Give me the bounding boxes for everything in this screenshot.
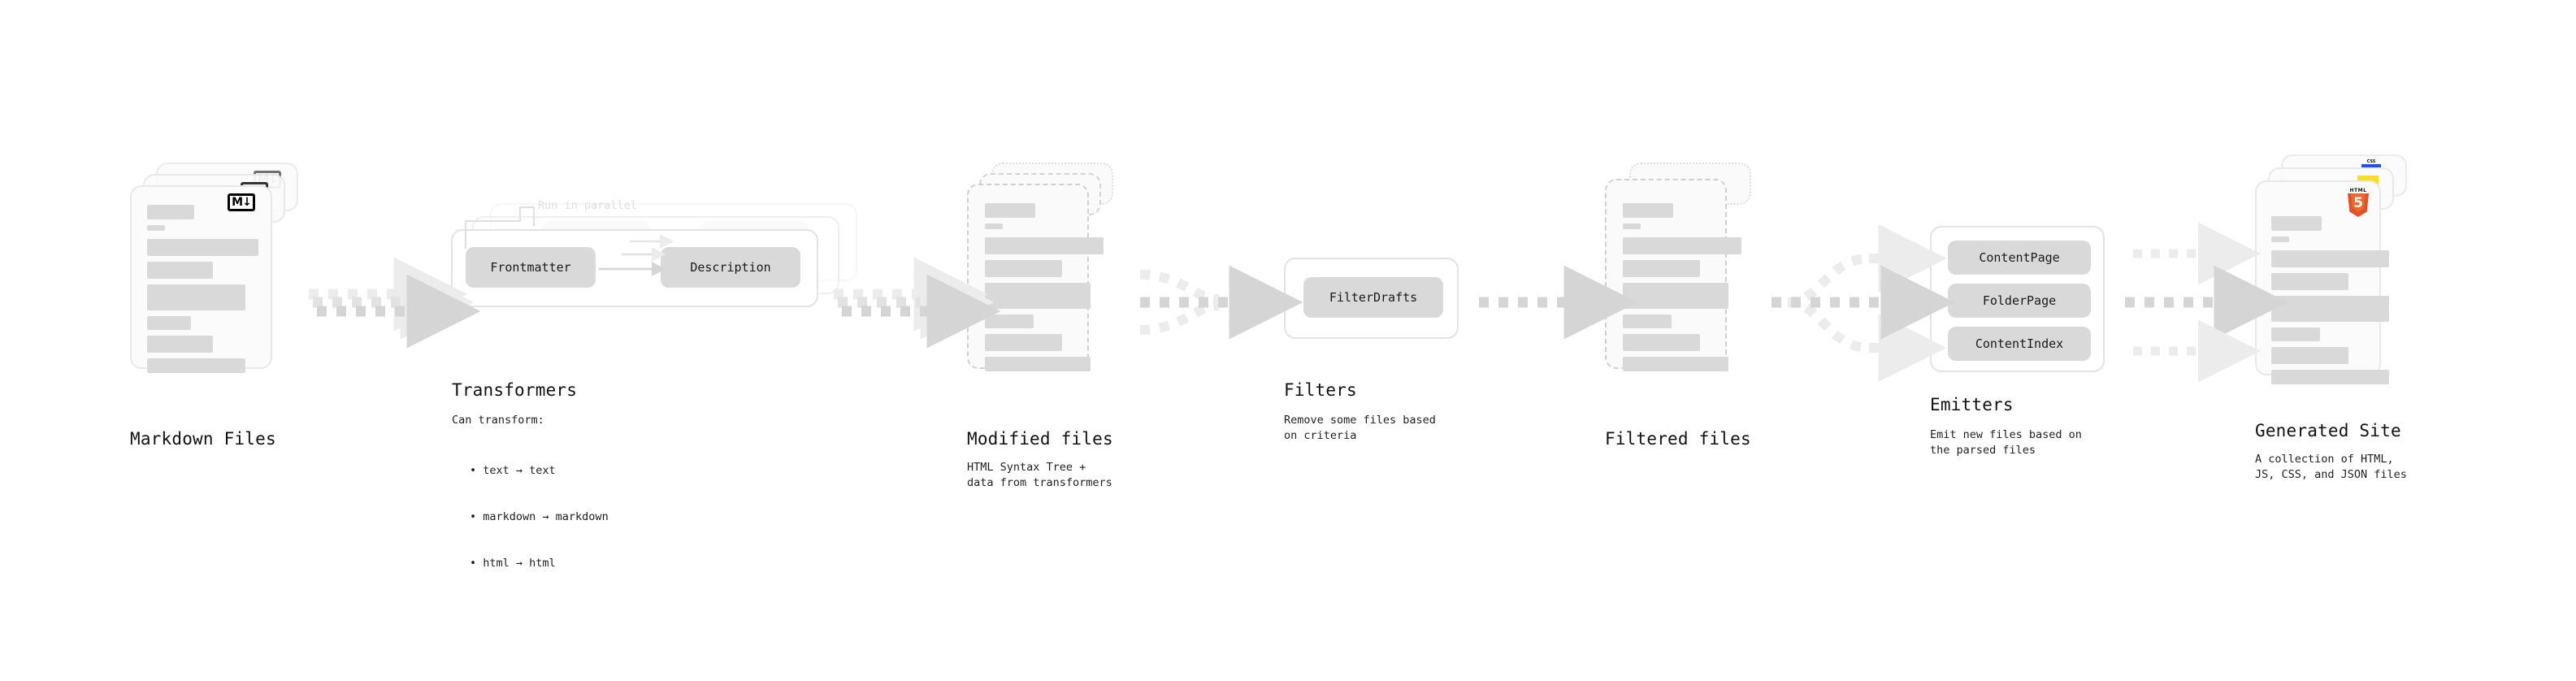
skeleton-line <box>2271 273 2348 290</box>
skeleton-line <box>985 314 1034 328</box>
html5-badge: HTML 5 <box>2346 188 2370 217</box>
skeleton-line <box>1623 283 1728 309</box>
connector-transformers-to-modified <box>834 257 1001 349</box>
connector-emitters-to-site <box>2125 222 2288 383</box>
skeleton-line <box>147 284 245 310</box>
generated-site-subtitle: A collection of HTML, JS, CSS, and JSON f… <box>2255 452 2407 483</box>
emitters-subtitle-line: the parsed files <box>1930 444 2036 457</box>
skeleton-line <box>2271 347 2348 364</box>
transformer-pill-frontmatter[interactable]: Frontmatter <box>466 247 596 288</box>
skeleton-line <box>147 239 258 256</box>
skeleton-line <box>985 223 1003 229</box>
transformers-title: Transformers <box>452 380 578 400</box>
modified-files-title: Modified files <box>967 429 1113 449</box>
skeleton-line <box>147 358 245 373</box>
skeleton-line <box>985 357 1091 371</box>
skeleton-line <box>985 260 1062 277</box>
css-badge-bar <box>2361 164 2381 167</box>
skeleton-line <box>985 237 1104 254</box>
emitters-title: Emitters <box>1930 395 2014 414</box>
transformers-list-item: • markdown → markdown <box>470 510 609 523</box>
skeleton-line <box>2271 370 2389 384</box>
connector-md-to-transformers <box>309 257 481 349</box>
skeleton-line <box>985 283 1091 309</box>
transformers-list-item-label: markdown → markdown <box>483 510 609 523</box>
skeleton-line <box>147 262 213 279</box>
skeleton-line <box>147 225 165 231</box>
skeleton-line <box>1623 260 1700 277</box>
markdown-badge: M↓ <box>228 193 255 211</box>
skeleton-line <box>985 334 1062 351</box>
skeleton-line <box>147 205 194 219</box>
generated-site-subtitle-line: A collection of HTML, <box>2255 453 2394 466</box>
generated-site-title: Generated Site <box>2255 421 2401 440</box>
emitters-subtitle: Emit new files based on the parsed files <box>1930 427 2082 458</box>
modified-file-front <box>967 184 1104 371</box>
connector-modified-to-filters <box>1139 265 1303 340</box>
css-badge: CSS <box>2361 159 2381 169</box>
transformers-list-item-label: html → html <box>483 557 556 570</box>
html5-badge-shield: 5 <box>2348 193 2369 217</box>
skeleton-line <box>1623 237 1741 254</box>
filters-title: Filters <box>1284 380 1357 400</box>
transformers-list-item-label: text → text <box>483 464 556 477</box>
filters-subtitle-line: on criteria <box>1284 429 1357 442</box>
transformers-list-item: • text → text <box>470 464 556 477</box>
skeleton-line <box>1623 334 1700 351</box>
filters-box: FilterDrafts <box>1284 258 1459 339</box>
skeleton-line <box>2271 250 2389 267</box>
skeleton-line <box>2271 327 2320 341</box>
modified-files-subtitle-line: data from transformers <box>967 476 1112 489</box>
markdown-files-title: Markdown Files <box>130 429 276 449</box>
html5-badge-number: 5 <box>2353 194 2363 211</box>
markdown-file-front <box>130 185 272 373</box>
emitter-pill-folderpage[interactable]: FolderPage <box>1948 284 2091 318</box>
transformers-list: • text → text • markdown → markdown • ht… <box>460 432 609 602</box>
skeleton-line <box>985 203 1035 218</box>
transformers-list-item: • html → html <box>470 557 556 570</box>
emitters-subtitle-line: Emit new files based on <box>1930 428 2082 441</box>
generated-site-subtitle-line: JS, CSS, and JSON files <box>2255 468 2407 481</box>
emitter-pill-contentpage[interactable]: ContentPage <box>1948 241 2091 275</box>
modified-files-subtitle: HTML Syntax Tree + data from transformers <box>967 460 1112 491</box>
skeleton-line <box>2271 216 2322 231</box>
skeleton-line <box>2271 296 2389 322</box>
html5-badge-caption: HTML <box>2349 188 2367 193</box>
transformers-subtitle: Can transform: <box>452 414 544 427</box>
skeleton-line <box>1623 203 1673 218</box>
css-badge-label: CSS <box>2366 159 2376 164</box>
filter-pill-filterdrafts[interactable]: FilterDrafts <box>1303 277 1443 318</box>
skeleton-line <box>2271 236 2289 242</box>
emitters-box: ContentPage FolderPage ContentIndex <box>1930 226 2105 372</box>
skeleton-line <box>1623 223 1641 229</box>
filters-subtitle-line: Remove some files based <box>1284 414 1436 427</box>
filtered-files-title: Filtered files <box>1605 429 1751 449</box>
skeleton-line <box>1623 314 1672 328</box>
skeleton-line <box>147 316 191 330</box>
filtered-file-front <box>1605 179 1741 371</box>
skeleton-line <box>147 336 213 353</box>
filters-subtitle: Remove some files based on criteria <box>1284 413 1436 444</box>
connector-filtered-to-emitters <box>1772 224 1955 382</box>
modified-files-subtitle-line: HTML Syntax Tree + <box>967 461 1086 474</box>
transformer-pill-description[interactable]: Description <box>661 247 800 288</box>
skeleton-line <box>1623 357 1728 371</box>
run-in-parallel-label: Run in parallel <box>538 199 637 212</box>
emitter-pill-contentindex[interactable]: ContentIndex <box>1948 327 2091 361</box>
